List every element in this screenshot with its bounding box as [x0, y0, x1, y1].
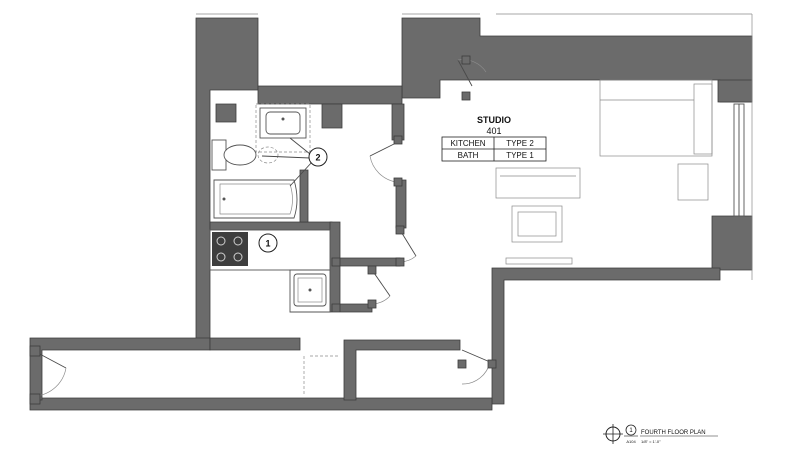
drawing-scale: 1/8" = 1'-0": [641, 439, 661, 444]
drawing-number: 1: [629, 428, 633, 434]
bathtub: [213, 179, 298, 219]
wall-bottom: [29, 397, 493, 411]
callout-bath: 2: [261, 137, 328, 187]
toilet-bowl: [223, 144, 257, 166]
nightstand: [677, 163, 709, 201]
callout-kitchen-number: 1: [265, 239, 270, 249]
wall-corridor-top-left: [29, 337, 211, 401]
right-window: [733, 103, 745, 217]
callout-kitchen: 1: [258, 233, 278, 253]
bed: [599, 79, 713, 157]
furniture: [303, 79, 713, 396]
room-tag: STUDIO 401 KITCHEN TYPE 2 BATH TYPE 1: [441, 115, 547, 162]
room-tag-row-value: TYPE 1: [506, 151, 534, 160]
wall-corridor-top-right: [343, 339, 461, 401]
wall-corridor-mid: [209, 337, 301, 351]
room-name: STUDIO: [477, 115, 511, 125]
room-tag-row-label: KITCHEN: [450, 139, 485, 148]
exterior-walls: [29, 17, 753, 411]
door-corridor: [457, 349, 497, 385]
room-tag-row-value: TYPE 2: [506, 139, 534, 148]
drawing-title: FOURTH FLOOR PLAN: [641, 430, 706, 436]
door-closet-1: [395, 225, 417, 267]
door-top: [457, 55, 487, 101]
wall-notch-bottom: [257, 85, 403, 105]
tv-console: [505, 257, 573, 265]
wall-right-bottom: [491, 267, 721, 405]
top-edge-hatching: [196, 13, 753, 280]
coffee-table: [511, 205, 563, 243]
lavatory-sink: [265, 111, 301, 135]
wall-right: [711, 215, 753, 271]
door-entry: [29, 345, 67, 405]
wall-bath-right: [391, 103, 407, 229]
wall-kitchen-partition: [209, 221, 333, 231]
room-tag-row-label: BATH: [458, 151, 479, 160]
bath-fixtures: [211, 103, 311, 219]
wall-top-center: [401, 17, 753, 103]
drawing-title-block: 1 A104 FOURTH FLOOR PLAN 1/8" = 1'-0": [603, 424, 718, 444]
wall-bath-inner: [299, 169, 309, 223]
sofa: [495, 167, 581, 199]
callout-bath-number: 2: [315, 153, 320, 163]
wall-closet: [329, 221, 401, 313]
wall-right-column: [717, 79, 753, 103]
room-number: 401: [486, 126, 501, 136]
door-closet-2: [367, 265, 391, 309]
wall-vanity-stubs: [215, 103, 343, 129]
cooktop: [212, 232, 248, 266]
door-bath: [369, 135, 403, 187]
sheet-number: A104: [626, 439, 636, 444]
